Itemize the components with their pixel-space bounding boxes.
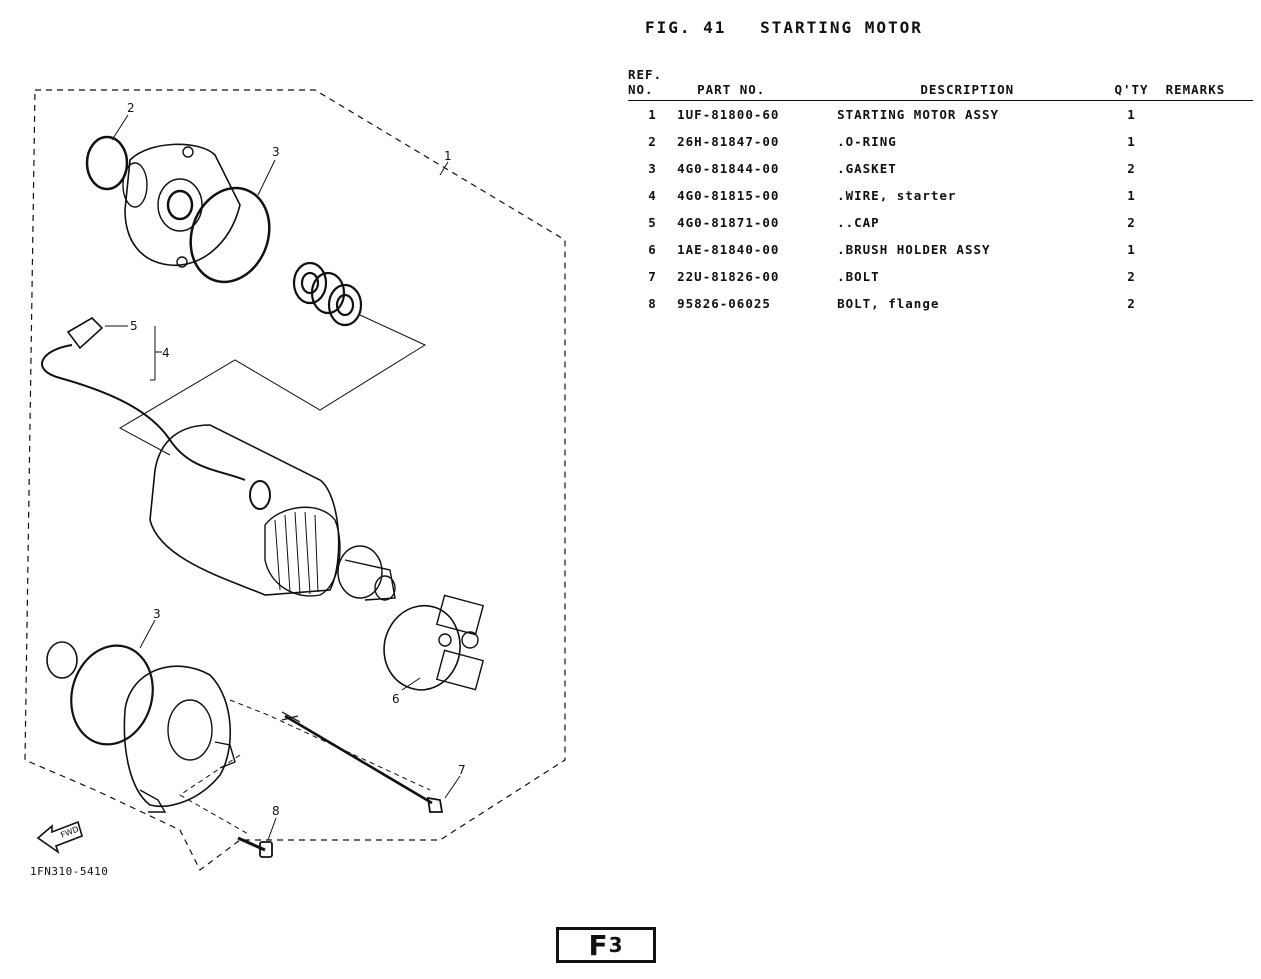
assembly-boundary: [24, 89, 566, 871]
page-tag-number: 3: [608, 933, 624, 957]
figure-title: FIG. 41 STARTING MOTOR: [645, 18, 945, 37]
row-description: .BOLT: [837, 269, 880, 284]
page-tag-letter: F: [588, 928, 609, 962]
row-qty: 2: [1127, 161, 1136, 176]
row-ref: 7: [648, 269, 657, 284]
guide-line: [118, 314, 427, 456]
row-description: ..CAP: [837, 215, 880, 230]
gasket-part: [70, 644, 154, 746]
callout-number: 6: [392, 692, 400, 706]
row-qty: 1: [1127, 188, 1136, 203]
exploded-parts-diagram: FWD 2 3 1 4 5 3 6 7 8: [24, 89, 566, 871]
o-ring-part: [85, 135, 129, 191]
row-description: .WIRE, starter: [837, 188, 957, 203]
callout-number: 8: [272, 804, 280, 818]
callout-number: 4: [162, 346, 170, 360]
washer-part: [46, 641, 78, 679]
guide-line: [179, 754, 251, 836]
row-remarks: [1166, 209, 1253, 236]
table-header-row: REF. NO. PART NO. DESCRIPTION Q'TY REMAR…: [628, 63, 1253, 101]
gasket-part: [189, 186, 271, 284]
row-ref: 8: [648, 296, 657, 311]
rear-cover-part: [123, 665, 236, 813]
table-row: 2 26H-81847-00 .O-RING 1: [628, 128, 1253, 155]
row-ref: 4: [648, 188, 657, 203]
row-description: STARTING MOTOR ASSY: [837, 107, 1000, 122]
table-row: 1 1UF-81800-60 STARTING MOTOR ASSY 1: [628, 101, 1253, 129]
table-row: 3 4G0-81844-00 .GASKET 2: [628, 155, 1253, 182]
table-row: 5 4G0-81871-00 ..CAP 2: [628, 209, 1253, 236]
row-remarks: [1166, 290, 1253, 317]
starter-wire-part: [41, 316, 271, 510]
row-remarks: [1166, 101, 1253, 129]
row-part-no: 95826-06025: [677, 296, 771, 311]
brush-holder-part: [383, 594, 485, 691]
row-qty: 2: [1127, 296, 1136, 311]
callout-leaders: [105, 114, 461, 841]
row-description: BOLT, flange: [837, 296, 940, 311]
header-remarks: REMARKS: [1165, 63, 1253, 101]
callout-number: 5: [130, 319, 138, 333]
header-part-no: PART NO.: [677, 63, 838, 101]
row-ref: 6: [648, 242, 657, 257]
table-row: 8 95826-06025 BOLT, flange 2: [628, 290, 1253, 317]
row-remarks: [1166, 155, 1253, 182]
fwd-arrow-icon: FWD: [36, 820, 83, 855]
header-qty: Q'TY: [1097, 63, 1166, 101]
row-part-no: 4G0-81815-00: [677, 188, 780, 203]
motor-body-part: [149, 424, 396, 601]
row-description: .O-RING: [837, 134, 897, 149]
row-part-no: 4G0-81844-00: [677, 161, 780, 176]
drawing-code: 1FN310-5410: [30, 865, 109, 878]
row-ref: 3: [648, 161, 657, 176]
row-qty: 2: [1127, 215, 1136, 230]
long-bolt-part: [281, 711, 444, 813]
washer-set-part: [292, 261, 363, 327]
callout-number: 3: [153, 607, 161, 621]
parts-table: REF. NO. PART NO. DESCRIPTION Q'TY REMAR…: [628, 63, 1253, 317]
row-ref: 1: [648, 107, 657, 122]
callout-number: 2: [127, 101, 135, 115]
figure-number: FIG. 41: [645, 18, 727, 37]
callout-number: 7: [458, 763, 466, 777]
row-part-no: 26H-81847-00: [677, 134, 780, 149]
table-row: 4 4G0-81815-00 .WIRE, starter 1: [628, 182, 1253, 209]
guide-line: [229, 699, 431, 791]
row-ref: 5: [648, 215, 657, 230]
callout-number: 1: [444, 149, 452, 163]
callout-number: 3: [272, 145, 280, 159]
figure-name: STARTING MOTOR: [760, 18, 923, 37]
row-qty: 1: [1127, 107, 1136, 122]
row-part-no: 22U-81826-00: [677, 269, 780, 284]
header-description: DESCRIPTION: [837, 63, 1098, 101]
row-part-no: 4G0-81871-00: [677, 215, 780, 230]
row-remarks: [1166, 128, 1253, 155]
row-remarks: [1166, 236, 1253, 263]
row-qty: 2: [1127, 269, 1136, 284]
row-part-no: 1UF-81800-60: [677, 107, 780, 122]
row-description: .BRUSH HOLDER ASSY: [837, 242, 991, 257]
row-remarks: [1166, 182, 1253, 209]
row-qty: 1: [1127, 134, 1136, 149]
row-description: .GASKET: [837, 161, 897, 176]
header-ref-no: REF. NO.: [628, 63, 678, 101]
table-row: 6 1AE-81840-00 .BRUSH HOLDER ASSY 1: [628, 236, 1253, 263]
row-remarks: [1166, 263, 1253, 290]
table-row: 7 22U-81826-00 .BOLT 2: [628, 263, 1253, 290]
row-ref: 2: [648, 134, 657, 149]
row-part-no: 1AE-81840-00: [677, 242, 780, 257]
front-cover-part: [122, 143, 241, 268]
row-qty: 1: [1127, 242, 1136, 257]
flange-bolt-part: [237, 836, 273, 858]
